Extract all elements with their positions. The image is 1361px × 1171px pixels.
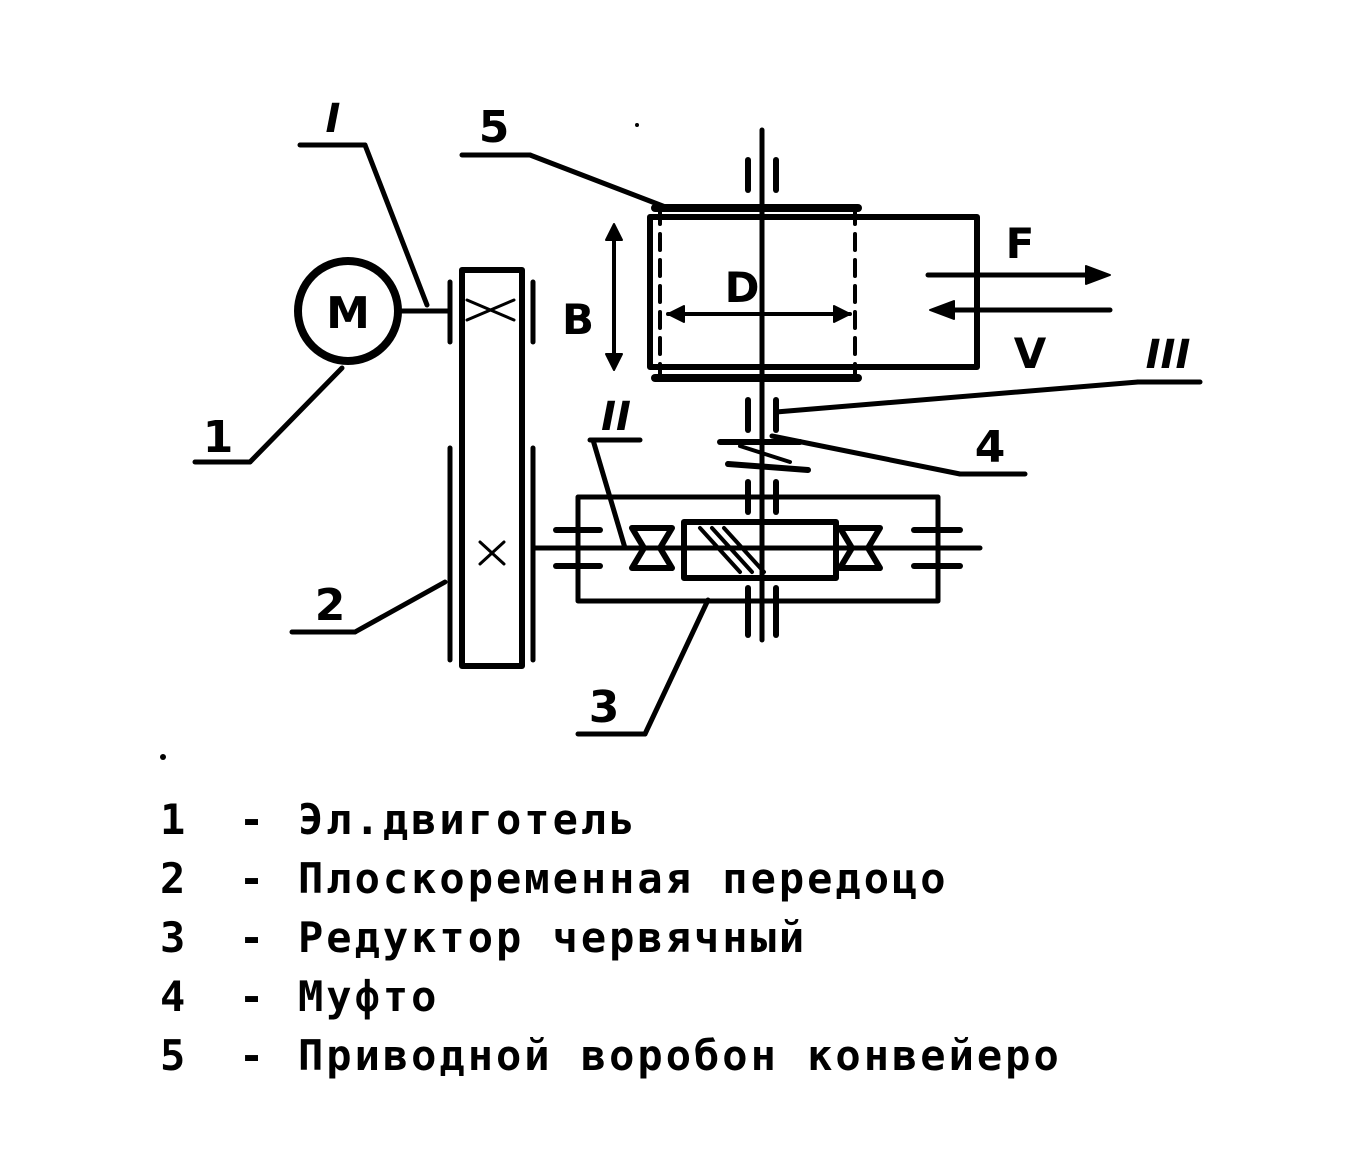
scan-speck — [160, 754, 166, 760]
shaft-2-callout: II — [587, 394, 643, 551]
belt — [459, 267, 525, 669]
worm-right-thread — [837, 525, 883, 571]
callout-1: 1 — [192, 365, 345, 465]
legend-text: Муфто — [298, 972, 440, 1021]
shaft-3-callout: III — [773, 332, 1203, 415]
callout-5-number: 5 — [479, 102, 510, 153]
dimension-d-arrow-left — [667, 305, 685, 323]
legend-item-5: 5 - Приводной воробон конвейеро — [160, 1026, 1062, 1085]
legend-dash: - — [238, 854, 268, 903]
scan-speck — [635, 123, 639, 127]
worm-gearbox — [530, 479, 983, 638]
velocity-arrowhead — [929, 300, 955, 320]
dimension-d-label: D — [725, 263, 760, 312]
velocity-arrow: V — [929, 300, 1113, 378]
wheel-tooth-b — [710, 526, 754, 574]
coupling-element — [738, 444, 792, 464]
gearbox-housing — [575, 494, 941, 604]
shaft-2-label: II — [601, 394, 631, 440]
electric-motor: M — [294, 257, 402, 365]
coupling — [717, 439, 811, 473]
shaft-3-label: III — [1146, 332, 1191, 378]
legend-number: 2 — [160, 854, 189, 903]
callout-5: 5 — [459, 102, 671, 211]
callout-2-leader — [352, 579, 448, 635]
force-label: F — [1006, 219, 1035, 268]
legend-item-3: 3 - Редуктор червячный — [160, 908, 1062, 967]
legend-item-4: 4 - Муфто — [160, 967, 1062, 1026]
wheel-tooth-c — [722, 526, 766, 574]
legend-number: 3 — [160, 913, 189, 962]
shaft-1-leader — [362, 142, 430, 308]
force-arrowhead — [1085, 265, 1111, 285]
dimension-b-arrow-bottom — [605, 353, 623, 371]
legend: 1 - Эл.двиготель 2 - Плоскоременная пере… — [160, 790, 1062, 1085]
callout-3-leader — [642, 597, 711, 737]
drive-drum: D B — [562, 157, 980, 433]
wheel-tooth-a — [698, 526, 742, 574]
velocity-label: V — [1014, 329, 1047, 378]
legend-text: Редуктор червячный — [298, 913, 808, 962]
callout-2-number: 2 — [315, 580, 346, 631]
legend-text: Приводной воробон конвейеро — [298, 1031, 1062, 1080]
legend-dash: - — [238, 913, 268, 962]
dimension-b-arrow-top — [605, 223, 623, 241]
shaft-1-label: I — [326, 96, 341, 142]
callout-3: 3 — [575, 597, 711, 737]
legend-number: 5 — [160, 1031, 189, 1080]
coupling-lower-half — [725, 461, 811, 473]
legend-item-2: 2 - Плоскоременная передоцо — [160, 849, 1062, 908]
dimension-d-arrow-right — [833, 305, 851, 323]
force-arrow: F — [925, 219, 1111, 285]
legend-number: 1 — [160, 795, 189, 844]
legend-text: Плоскоременная передоцо — [298, 854, 949, 903]
conveyor-belt-outline — [647, 214, 980, 370]
flat-belt-drive — [447, 267, 536, 669]
legend-dash: - — [238, 972, 268, 1021]
callout-5-leader — [527, 152, 671, 211]
motor-symbol: M — [326, 288, 370, 339]
worm-left-thread — [629, 525, 675, 571]
callout-1-number: 1 — [203, 412, 234, 463]
callout-2: 2 — [289, 579, 448, 635]
shaft-1-callout: I — [297, 96, 430, 308]
legend-number: 4 — [160, 972, 189, 1021]
callout-3-number: 3 — [589, 682, 620, 733]
callout-4-number: 4 — [975, 422, 1006, 473]
shaft-2-leader — [590, 437, 628, 551]
callout-4-leader — [769, 433, 963, 477]
legend-dash: - — [238, 1031, 268, 1080]
legend-item-1: 1 - Эл.двиготель — [160, 790, 1062, 849]
callout-4: 4 — [769, 422, 1028, 477]
large-pulley-cross-b — [478, 540, 506, 566]
callout-1-leader — [247, 365, 345, 465]
legend-text: Эл.двиготель — [298, 795, 638, 844]
dimension-b-label: B — [562, 295, 594, 344]
small-pulley-cross-b — [465, 298, 516, 322]
shaft-3-leader — [773, 379, 1141, 415]
legend-dash: - — [238, 795, 268, 844]
